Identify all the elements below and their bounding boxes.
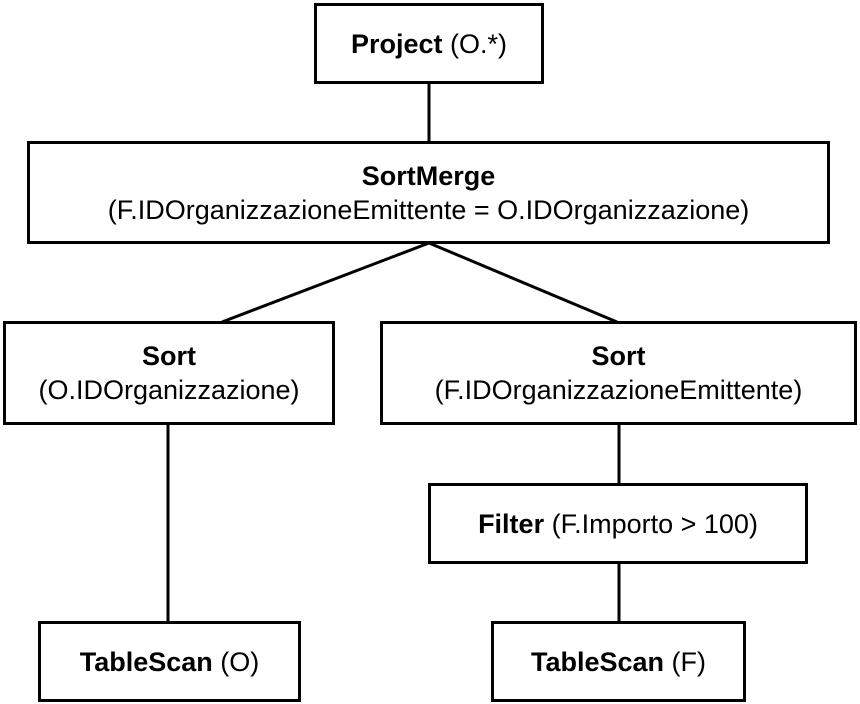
node-sortmerge-op: SortMerge <box>361 160 496 191</box>
node-tablescan-o-args: (O) <box>220 646 260 677</box>
node-project-op: Project <box>350 28 443 59</box>
node-sort-left: Sort (O.IDOrganizzazione) <box>3 321 335 425</box>
node-sort-right-op: Sort <box>591 341 646 371</box>
node-sortmerge-args: (F.IDOrganizzazioneEmittente = O.IDOrgan… <box>107 194 750 225</box>
node-filter-op: Filter <box>478 508 545 539</box>
edge-sortmerge-sort-left <box>221 241 430 324</box>
node-sort-left-op: Sort <box>142 341 196 371</box>
node-sort-right: Sort (F.IDOrganizzazioneEmittente) <box>380 321 857 425</box>
edge-sortmerge-sort-right <box>428 241 618 324</box>
node-project: Project (O.*) <box>314 3 544 84</box>
node-sort-right-args: (F.IDOrganizzazioneEmittente) <box>434 375 803 405</box>
node-filter-text: Filter (F.Importo > 100) <box>478 507 758 541</box>
node-sortmerge: SortMerge (F.IDOrganizzazioneEmittente =… <box>27 141 830 244</box>
node-project-text: Project (O.*) <box>351 27 507 61</box>
node-tablescan-o: TableScan (O) <box>38 621 301 702</box>
node-tablescan-f-args: (F) <box>671 646 707 677</box>
node-project-args: (O.*) <box>450 28 508 59</box>
node-filter: Filter (F.Importo > 100) <box>428 483 808 564</box>
node-tablescan-o-op: TableScan <box>79 646 213 677</box>
node-tablescan-o-text: TableScan (O) <box>80 645 260 679</box>
node-sort-left-args: (O.IDOrganizzazione) <box>38 375 300 405</box>
node-filter-args: (F.Importo > 100) <box>551 508 758 539</box>
node-tablescan-f-op: TableScan <box>530 646 665 677</box>
node-tablescan-f-text: TableScan (F) <box>531 645 706 679</box>
node-tablescan-f: TableScan (F) <box>491 621 746 702</box>
